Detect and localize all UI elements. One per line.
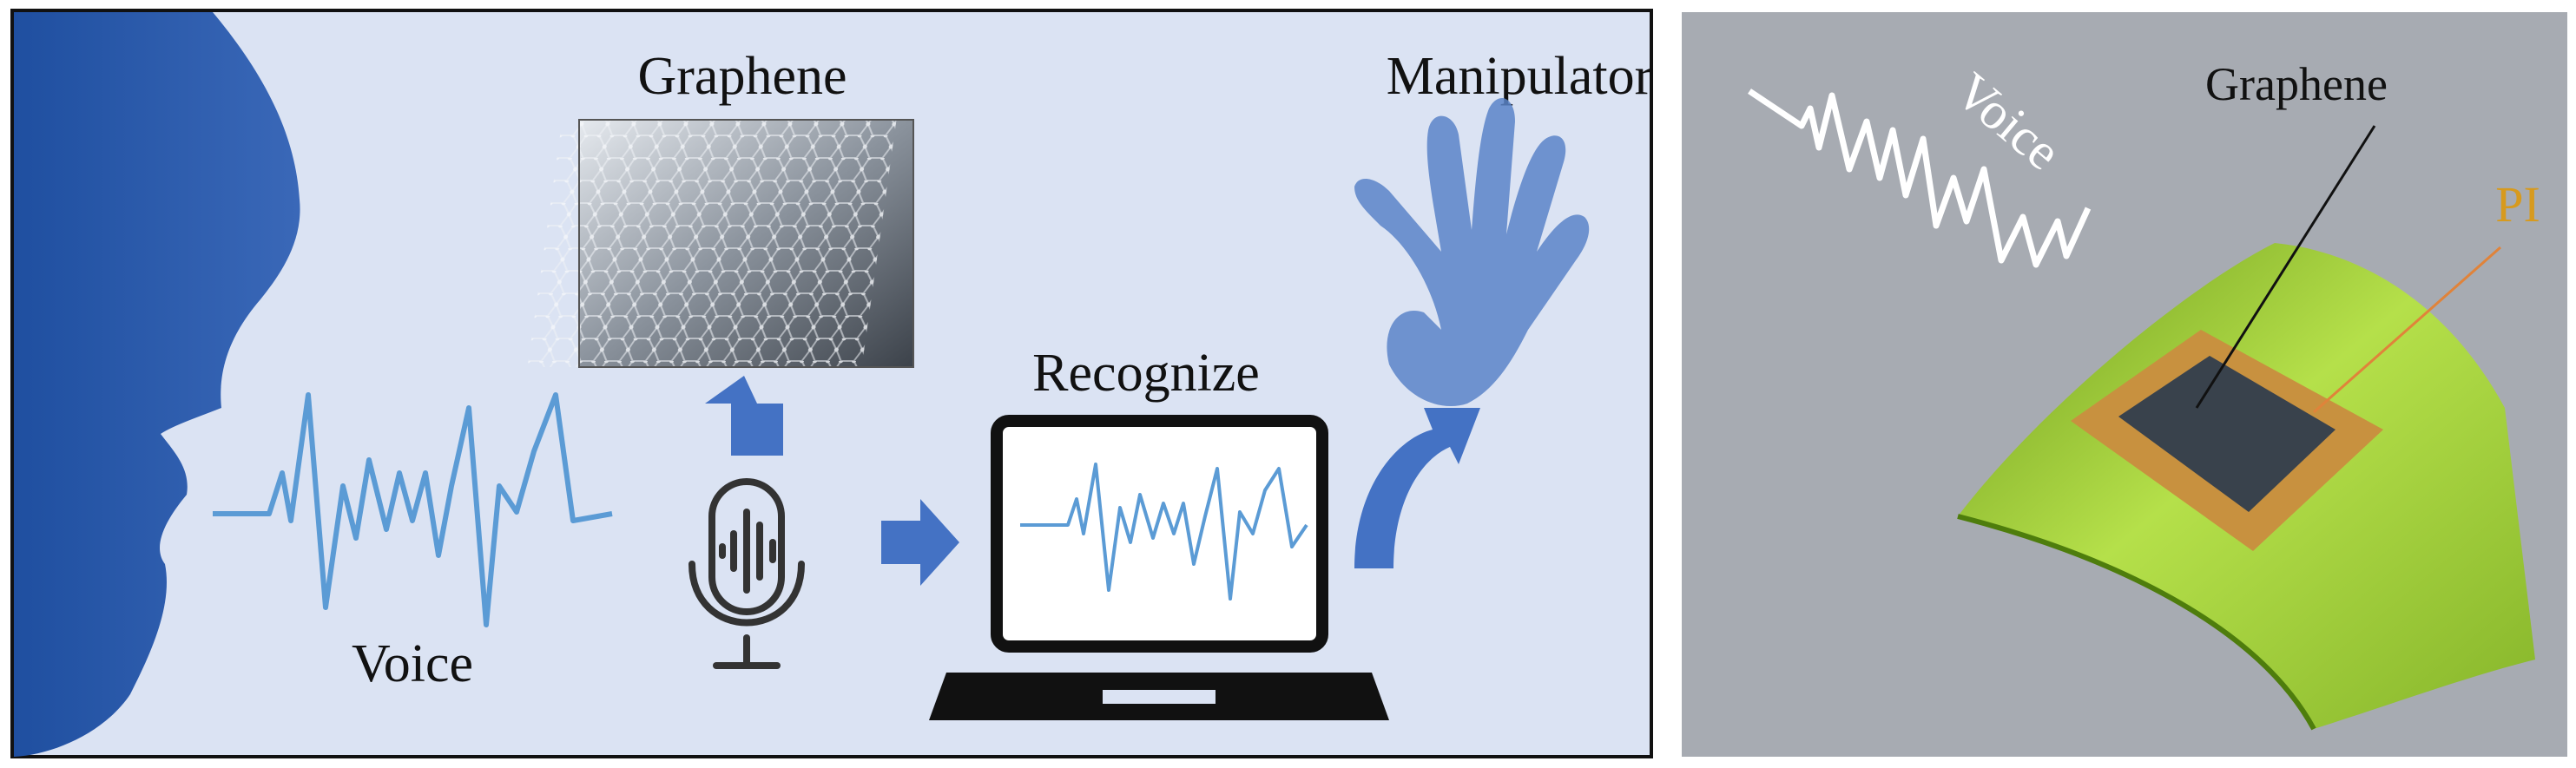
graphene-layer [2118,356,2336,512]
graphene-label-right: Graphene [2205,58,2388,110]
microphone-icon [688,478,805,669]
voice-waveform-left [213,392,613,627]
recognize-label: Recognize [1032,344,1260,403]
voice-label: Voice [352,634,473,693]
curved-arrow-icon [1354,408,1480,568]
laptop-icon [929,415,1389,720]
face-silhouette [14,12,300,757]
manipulator-label: Manipulator [1387,47,1653,106]
hand-icon [1354,98,1590,406]
pi-leader-line [2313,246,2501,414]
pi-label: PI [2495,176,2540,233]
up-arrow-icon [705,376,783,456]
voice-waveform-screen [1020,463,1308,601]
right-arrow-icon [881,499,959,586]
graphene-image [527,119,914,368]
voice-waveform-right [1748,89,2092,268]
graphene-label: Graphene [638,47,847,106]
graphene-leader-line [2195,125,2376,409]
